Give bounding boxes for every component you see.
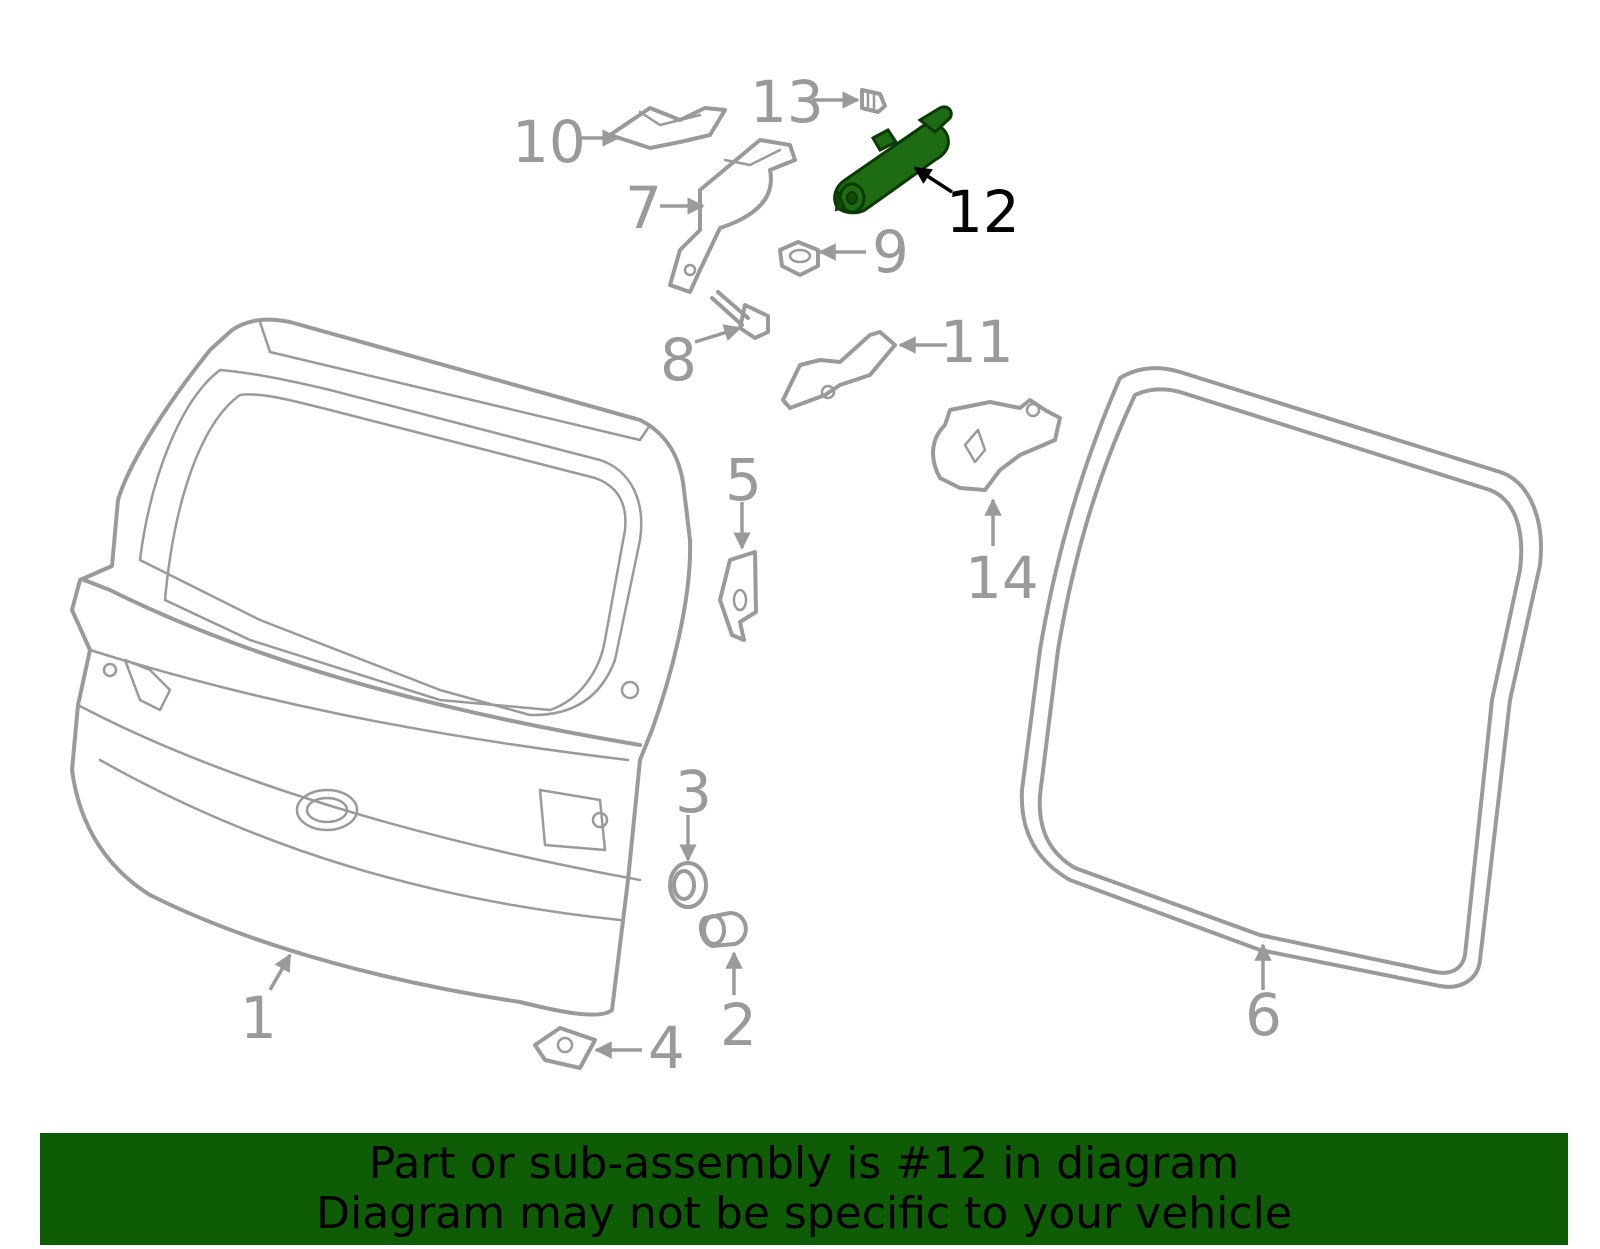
- callout-8: 8: [660, 326, 697, 394]
- part-10-cover[interactable]: [608, 106, 727, 150]
- callout-11: 11: [940, 308, 1014, 376]
- callout-6: 6: [1245, 981, 1282, 1049]
- part-7-hinge[interactable]: [668, 138, 797, 294]
- callout-3: 3: [675, 758, 712, 826]
- leader-1: [268, 953, 292, 991]
- callout-2: 2: [720, 991, 757, 1059]
- banner-line-1: Part or sub-assembly is #12 in diagram: [368, 1138, 1240, 1189]
- part-14-housing[interactable]: [931, 398, 1062, 492]
- callout-7: 7: [625, 174, 662, 242]
- callout-9: 9: [872, 218, 909, 286]
- part-2-bumper[interactable]: [698, 911, 748, 948]
- callout-5: 5: [725, 446, 762, 514]
- part-5-bracket[interactable]: [718, 550, 758, 642]
- part-9-nut[interactable]: [778, 240, 820, 277]
- part-1-liftgate[interactable]: [70, 317, 693, 1017]
- part-13-screw[interactable]: [860, 88, 887, 114]
- leader-12: [913, 166, 953, 194]
- parts-diagram: 1 2 3 4 5 6 7 8 9 10 11 12 13 14: [70, 68, 1543, 1082]
- part-12-actuator[interactable]: [833, 105, 953, 215]
- callout-12: 12: [946, 178, 1020, 246]
- callout-10: 10: [512, 108, 586, 176]
- part-6-weatherstrip[interactable]: [1019, 366, 1543, 989]
- part-3-grommet[interactable]: [668, 861, 708, 909]
- banner-line-2: Diagram may not be specific to your vehi…: [316, 1188, 1292, 1239]
- callout-4: 4: [648, 1014, 685, 1082]
- part-8-bolt[interactable]: [710, 290, 770, 340]
- callout-13: 13: [750, 68, 824, 136]
- leader-8: [694, 324, 742, 344]
- callout-14: 14: [965, 544, 1039, 612]
- part-4-clip[interactable]: [533, 1026, 597, 1070]
- part-11-bracket[interactable]: [781, 330, 897, 410]
- callout-1: 1: [240, 984, 277, 1052]
- info-banner: Part or sub-assembly is #12 in diagram D…: [40, 1133, 1568, 1245]
